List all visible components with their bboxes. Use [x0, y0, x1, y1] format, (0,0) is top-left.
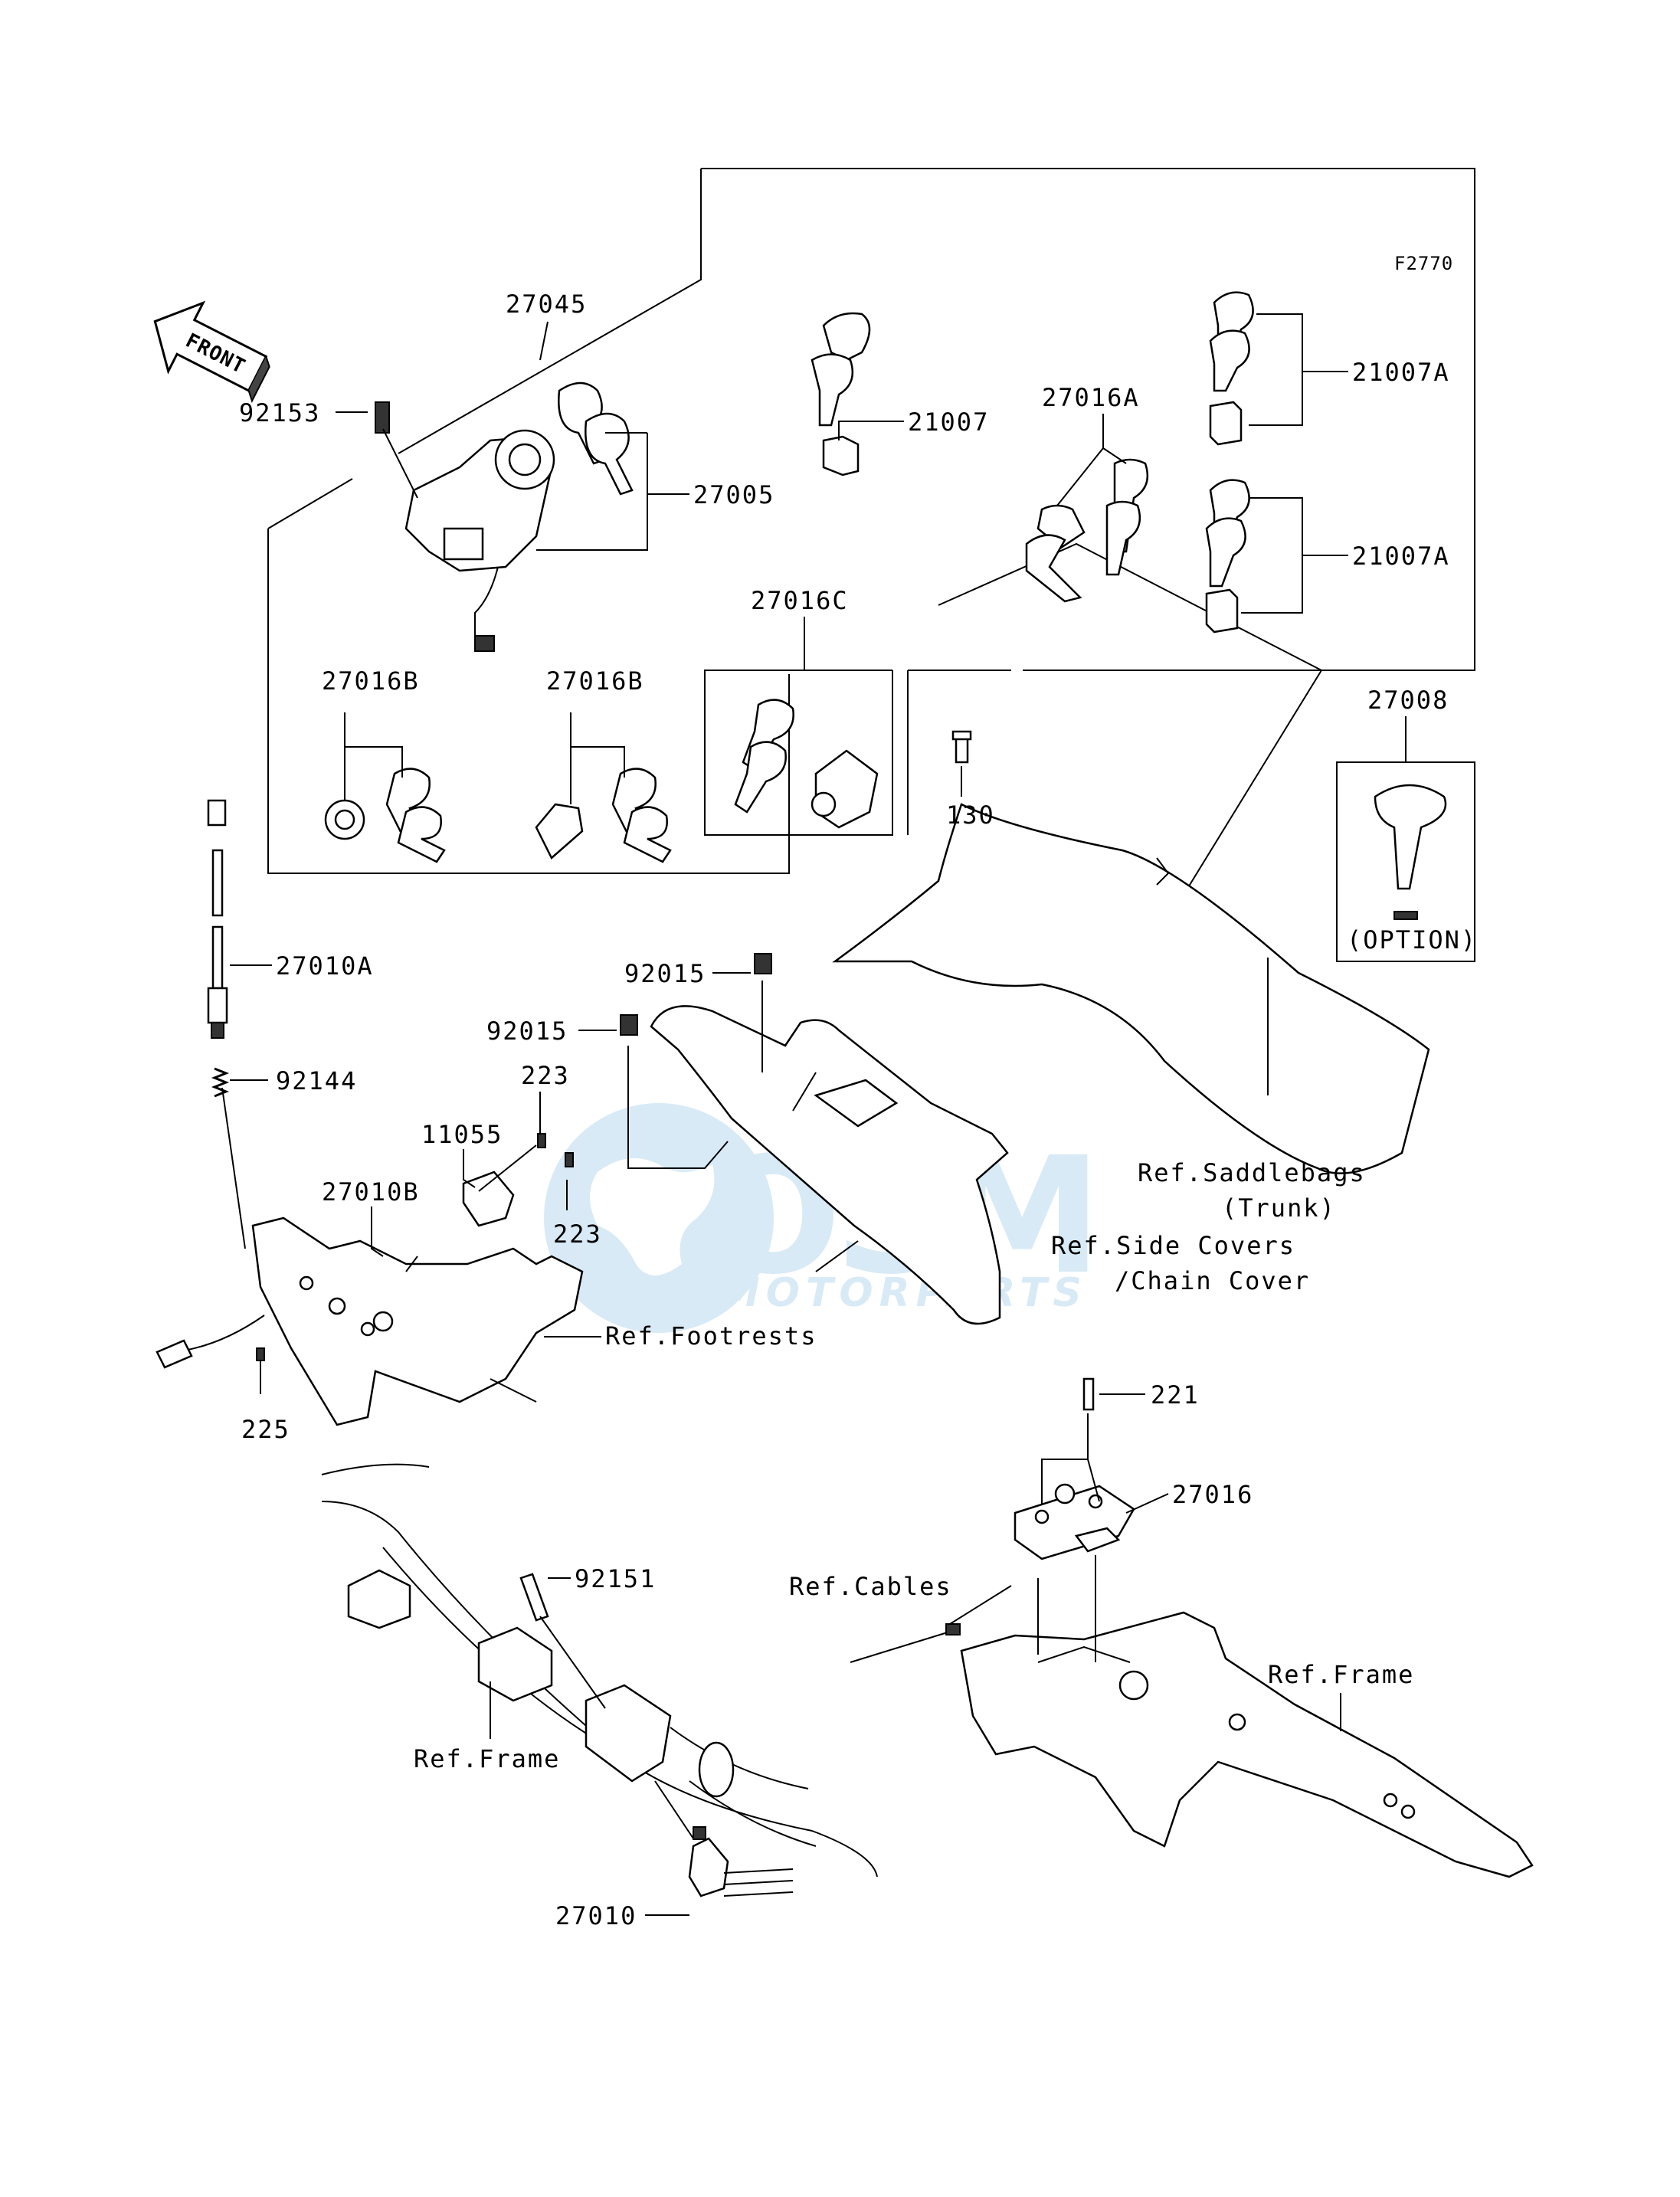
callout-130: 130 — [946, 801, 995, 830]
callout-27045: 27045 — [506, 290, 587, 319]
callout-labels: 27045 92153 27005 21007 27016A 21007A 21… — [239, 290, 1477, 1930]
screw-221 — [1082, 1377, 1095, 1411]
switch-bracket — [251, 1216, 584, 1426]
lock-27016a — [1025, 458, 1149, 603]
screws-223 — [537, 1133, 574, 1167]
clip-92015-b — [620, 1014, 638, 1036]
callout-ref-side-covers: Ref.Side Covers — [1051, 1231, 1295, 1260]
callout-27016c: 27016C — [751, 586, 849, 615]
callout-225: 225 — [241, 1415, 290, 1444]
callout-21007a-top: 21007A — [1352, 358, 1450, 387]
callout-27008: 27008 — [1367, 686, 1449, 715]
trunk-saddlebag — [832, 803, 1430, 1174]
seat-lock-27016 — [1014, 1483, 1135, 1560]
callout-option: (OPTION) — [1347, 925, 1477, 954]
callout-ref-saddlebags: Ref.Saddlebags — [1138, 1158, 1366, 1187]
callout-ref-cables: Ref.Cables — [789, 1572, 952, 1601]
ignition-switch-27005 — [375, 381, 634, 652]
switch-27010 — [688, 1826, 794, 1897]
callout-27010: 27010 — [555, 1901, 637, 1930]
clip-92015-a — [754, 953, 772, 974]
callout-21007: 21007 — [908, 408, 989, 437]
callout-92151: 92151 — [575, 1564, 656, 1593]
lock-27016b-right — [535, 768, 672, 863]
callout-21007a-bottom: 21007A — [1352, 542, 1450, 571]
callout-92153: 92153 — [239, 398, 320, 427]
callout-92015-b: 92015 — [486, 1017, 568, 1046]
watermark-sub: MOTORPARTS — [720, 1270, 1088, 1316]
box-27016c — [704, 670, 893, 836]
callout-27010b: 27010B — [322, 1177, 420, 1207]
key-27008-option — [1374, 784, 1447, 920]
frame-left — [321, 1463, 878, 1878]
connector-225 — [156, 1315, 265, 1369]
leader-lines — [221, 313, 1407, 1916]
spring-92144 — [211, 1067, 230, 1098]
lock-set-frame — [267, 168, 1475, 874]
callout-27016a: 27016A — [1042, 383, 1140, 412]
diagram-code: F2770 — [1394, 253, 1453, 274]
callout-92015-a: 92015 — [624, 959, 706, 988]
callout-27010a: 27010A — [276, 951, 374, 981]
callout-223-a: 223 — [521, 1061, 570, 1090]
key-cylinder-21007a-top — [1209, 291, 1254, 446]
callout-ref-saddlebags-trunk: (Trunk) — [1222, 1193, 1336, 1223]
key-cylinder-21007a-bottom — [1205, 479, 1250, 634]
callout-92144: 92144 — [276, 1066, 357, 1095]
callout-ref-frame-right: Ref.Frame — [1268, 1660, 1414, 1689]
switch-27010a — [207, 799, 228, 1039]
callout-221: 221 — [1151, 1380, 1200, 1410]
callout-223-b: 223 — [553, 1220, 602, 1249]
callout-11055: 11055 — [421, 1120, 503, 1149]
callout-ref-chain-cover: /Chain Cover — [1115, 1266, 1310, 1295]
lock-27016c — [734, 699, 879, 829]
callout-27016: 27016 — [1172, 1480, 1253, 1509]
cable-end — [850, 1623, 961, 1663]
callout-27016b-left: 27016B — [322, 666, 420, 696]
lock-27016b-left — [324, 768, 446, 863]
frame-right — [960, 1611, 1534, 1878]
callout-ref-footrests: Ref.Footrests — [605, 1321, 817, 1351]
callout-ref-frame-left: Ref.Frame — [414, 1744, 560, 1773]
callout-27005: 27005 — [693, 480, 775, 509]
key-cylinder-21007 — [811, 312, 871, 476]
callout-27016b-right: 27016B — [546, 666, 644, 696]
bolt-130 — [951, 730, 972, 764]
side-cover — [650, 1005, 1009, 1325]
clamp-11055 — [462, 1171, 515, 1227]
front-arrow-icon: FRONT — [153, 300, 270, 403]
bolt-92151 — [519, 1573, 549, 1622]
